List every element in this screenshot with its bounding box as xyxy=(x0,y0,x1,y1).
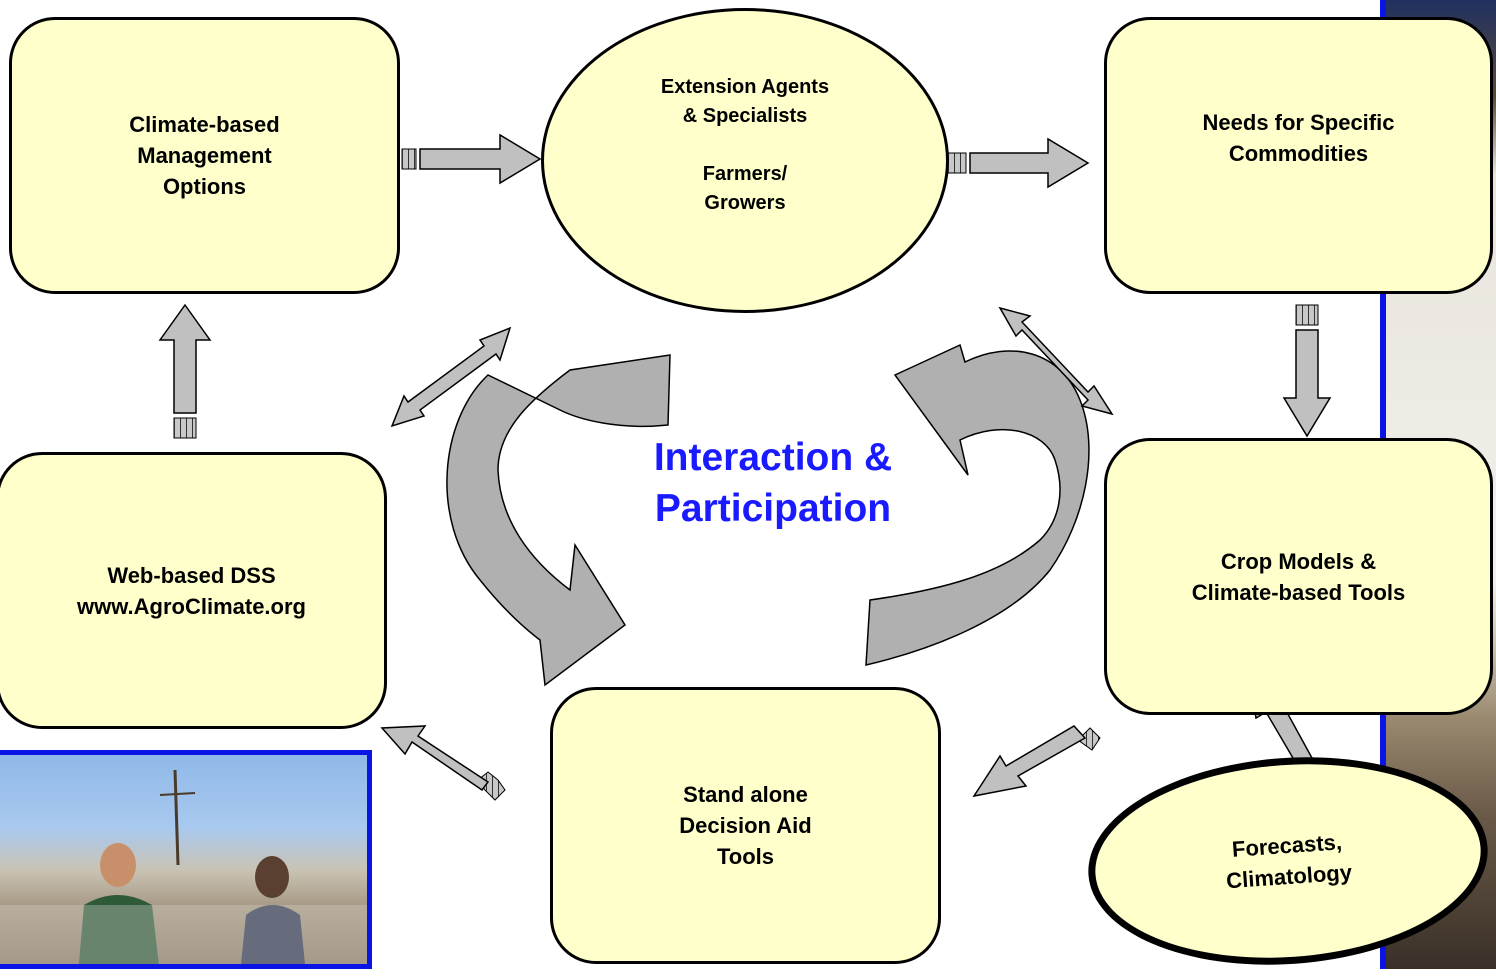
photo-farmers-in-cotton-field xyxy=(0,750,372,969)
needs-commodities-label: Needs for Specific Commodities xyxy=(1202,110,1395,166)
arrow-web-dss-to-management xyxy=(158,303,212,439)
web-dss-label: Web-based DSS www.AgroClimate.org xyxy=(77,562,306,619)
center-label: Interaction & Participation xyxy=(653,436,893,530)
right-swoosh-arrow xyxy=(865,343,1090,666)
needs-commodities-box: Needs for Specific Commodities xyxy=(1104,17,1493,294)
arrow-needs-to-crop-models xyxy=(1282,304,1332,438)
double-arrow-extension-crop-models xyxy=(998,306,1114,416)
forecasts-label: Forecasts, Climatology xyxy=(1225,829,1353,894)
photo-illustration xyxy=(0,769,367,964)
management-options-label: Climate-based Management Options xyxy=(129,112,280,199)
stand-alone-tools-box: Stand alone Decision Aid Tools xyxy=(550,687,941,964)
stand-alone-tools-label: Stand alone Decision Aid Tools xyxy=(679,782,812,869)
double-arrow-extension-web-dss xyxy=(390,326,512,428)
left-swoosh-arrow xyxy=(446,354,671,687)
web-dss-box: Web-based DSS www.AgroClimate.org xyxy=(0,452,387,729)
arrow-extension-to-needs xyxy=(947,137,1090,189)
arrow-stand-alone-to-web-dss xyxy=(380,725,506,801)
crop-models-label: Crop Models & Climate-based Tools xyxy=(1191,548,1406,605)
management-options-box: Climate-based Management Options xyxy=(9,17,400,294)
arrow-crop-models-to-stand-alone xyxy=(972,725,1101,798)
extension-agents-ellipse: Extension Agents & Specialists Farmers/ … xyxy=(541,8,949,313)
arrow-management-to-extension xyxy=(401,133,542,185)
crop-models-box: Crop Models & Climate-based Tools xyxy=(1104,438,1493,715)
extension-agents-label: Extension Agents & Specialists Farmers/ … xyxy=(660,76,830,214)
